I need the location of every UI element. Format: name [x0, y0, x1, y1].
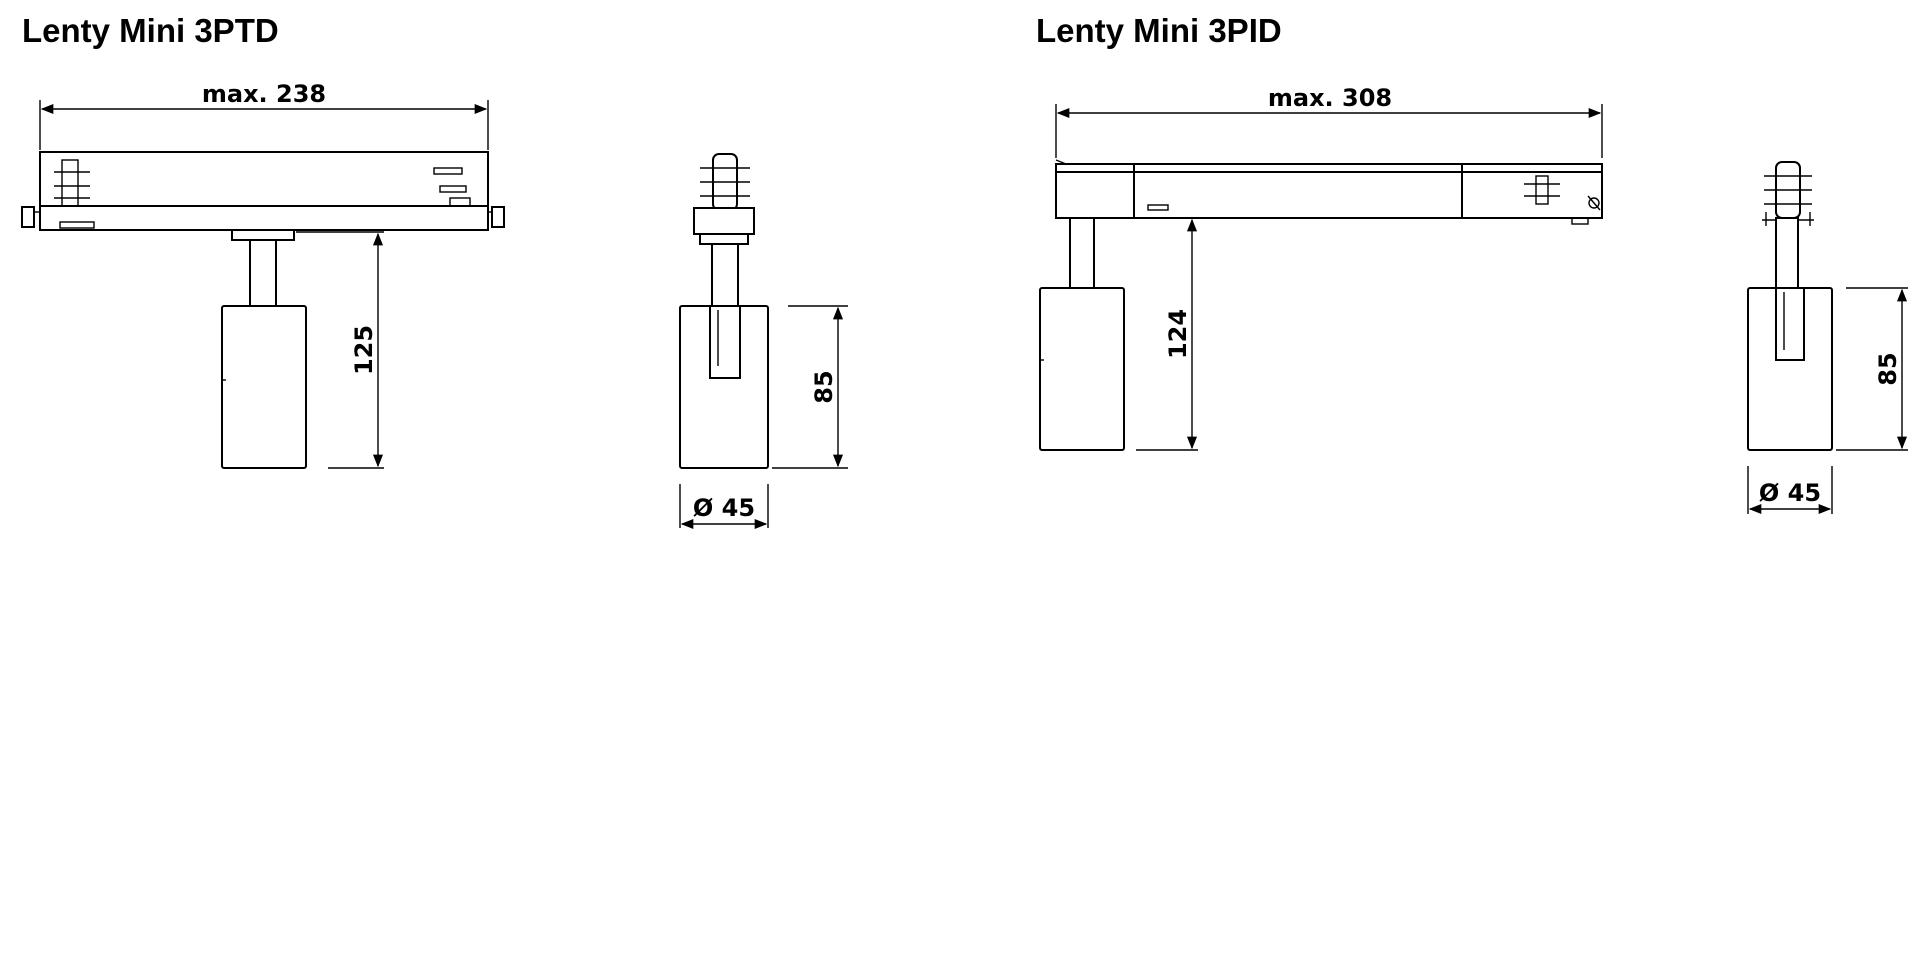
pid-side-view: max. 308 124 — [1039, 84, 1603, 451]
ptd-diameter-label: Ø 45 — [693, 494, 755, 522]
drawing-title-3ptd: Lenty Mini 3PTD — [22, 12, 279, 49]
pid-head — [1039, 287, 1125, 451]
ptd-front-view: 85 Ø 45 — [679, 153, 848, 530]
ptd-length-label: max. 238 — [202, 80, 326, 108]
ptd-head-height-label: 85 — [810, 370, 838, 403]
pid-stem — [1069, 217, 1095, 291]
ptd-stem — [249, 239, 277, 307]
ptd-height-label: 125 — [350, 325, 378, 375]
pid-height-label: 124 — [1164, 309, 1192, 359]
ptd-side-view: max. 238 125 — [21, 80, 505, 469]
drawing-title-3pid: Lenty Mini 3PID — [1036, 12, 1282, 49]
pid-head-height-label: 85 — [1874, 352, 1902, 385]
pid-length-label: max. 308 — [1268, 84, 1392, 112]
ptd-head — [221, 305, 307, 469]
ptd-adapter-body — [39, 151, 489, 231]
pid-diameter-label: Ø 45 — [1759, 479, 1821, 507]
pid-front-view: 85 Ø 45 — [1747, 161, 1908, 515]
